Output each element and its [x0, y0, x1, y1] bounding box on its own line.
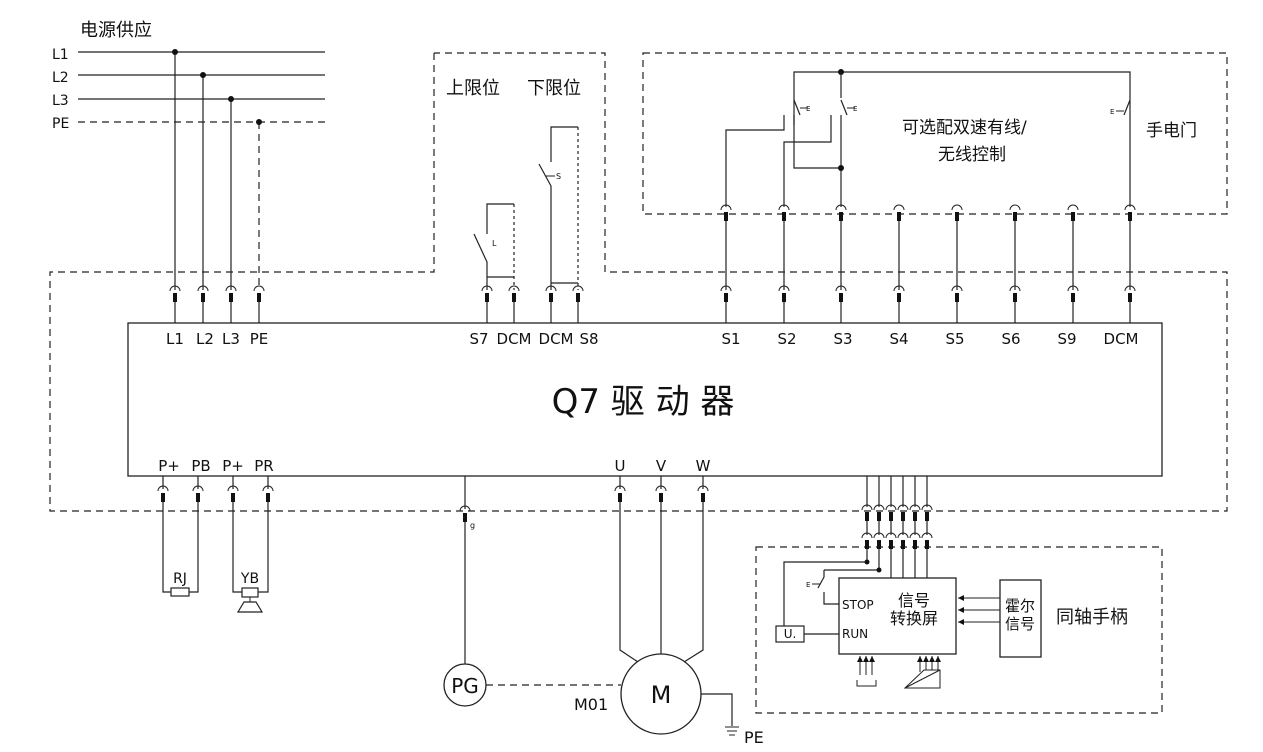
- supply-line-l2-label: L2: [52, 70, 69, 86]
- terminal-w: W: [696, 457, 711, 475]
- terminal-l3: L3: [222, 330, 240, 348]
- encoder-label: PG: [451, 674, 479, 698]
- terminal-dcm-b: DCM: [539, 330, 574, 348]
- run-label: RUN: [842, 627, 868, 641]
- handle-panel: E U. STOP RUN 信号 转换屏 霍尔 信号 同轴手柄: [775, 549, 1128, 689]
- terminal-s2: S2: [777, 330, 796, 348]
- terminal-s8: S8: [579, 330, 598, 348]
- option-panel: 可选配双速有线/ 无线控制 手电门 E E E: [725, 69, 1197, 207]
- resistor-label: RJ: [173, 571, 187, 587]
- hall-box: [999, 579, 1042, 658]
- stop-switch-mark: E: [806, 581, 810, 589]
- brake-unit-label: YB: [240, 571, 259, 587]
- supply-line-l3-label: L3: [52, 93, 69, 109]
- terminal-l1: L1: [166, 330, 184, 348]
- signal-wires: [720, 204, 1136, 290]
- terminal-p-plus-a: P+: [158, 457, 180, 475]
- supply-line-pe-label: PE: [52, 116, 69, 132]
- u-box-label: U.: [784, 627, 797, 641]
- encoder-mark: g: [470, 521, 475, 530]
- switch1-mark: E: [806, 105, 810, 113]
- motor-section: g PG M M01 PE: [443, 502, 764, 747]
- terminal-l2: L2: [196, 330, 214, 348]
- handle-bundle: [861, 476, 933, 550]
- power-supply: 电源供应 L1 L2 L3 PE: [52, 20, 325, 290]
- lower-limit-mark: S: [556, 172, 561, 181]
- door-switch-mark: E: [1110, 108, 1114, 116]
- terminal-p-plus-b: P+: [222, 457, 244, 475]
- terminal-s9: S9: [1057, 330, 1076, 348]
- converter-label-2: 转换屏: [890, 609, 938, 628]
- dual-speed-label-2: 无线控制: [938, 145, 1006, 165]
- terminal-dcm-c: DCM: [1104, 330, 1139, 348]
- manual-door-label: 手电门: [1146, 121, 1197, 141]
- driver-enclosure: [49, 52, 1228, 512]
- handle-title: 同轴手柄: [1056, 607, 1128, 628]
- driver-title: Q7 驱 动 器: [552, 382, 735, 422]
- terminal-s1: S1: [721, 330, 740, 348]
- hall-label-1: 霍尔: [1005, 597, 1035, 615]
- terminal-u: U: [615, 457, 626, 475]
- driver-box: Q7 驱 动 器 L1 L2 L3 PE S7 DCM DCM S8 S1 S2…: [127, 322, 1163, 477]
- dual-speed-label-1: 可选配双速有线/: [902, 118, 1027, 138]
- option-enclosure: [642, 52, 1228, 215]
- terminal-dcm-a: DCM: [497, 330, 532, 348]
- top-connectors: [169, 285, 1136, 323]
- brake-section: RJ YB: [162, 502, 269, 613]
- converter-box: [838, 577, 957, 655]
- supply-title: 电源供应: [80, 20, 152, 41]
- terminal-pr: PR: [254, 457, 273, 475]
- upper-limit-label: 上限位: [446, 78, 500, 99]
- hall-label-2: 信号: [1005, 615, 1035, 633]
- terminal-s4: S4: [889, 330, 908, 348]
- terminal-v: V: [656, 457, 667, 475]
- limit-switches: 上限位 下限位 L S: [446, 78, 581, 290]
- terminal-pb: PB: [191, 457, 210, 475]
- terminal-s5: S5: [945, 330, 964, 348]
- bottom-connectors: [157, 476, 709, 523]
- switch2-mark: E: [853, 105, 857, 113]
- terminal-s6: S6: [1001, 330, 1020, 348]
- brake-unit: [241, 587, 259, 598]
- motor-ground-label: PE: [744, 728, 764, 747]
- terminal-pe: PE: [250, 330, 269, 348]
- terminal-s7: S7: [469, 330, 488, 348]
- handle-enclosure: [755, 546, 1163, 714]
- supply-line-l1-label: L1: [52, 47, 69, 63]
- lower-limit-label: 下限位: [527, 78, 581, 99]
- enclosures: [49, 52, 1228, 714]
- motor-label: M: [651, 681, 672, 709]
- upper-limit-mark: L: [492, 239, 497, 248]
- stop-label: STOP: [842, 598, 874, 612]
- terminal-s3: S3: [833, 330, 852, 348]
- converter-label-1: 信号: [898, 591, 930, 610]
- driver-body: [127, 322, 1163, 477]
- motor-id: M01: [574, 695, 608, 714]
- brake-resistor: [170, 587, 190, 597]
